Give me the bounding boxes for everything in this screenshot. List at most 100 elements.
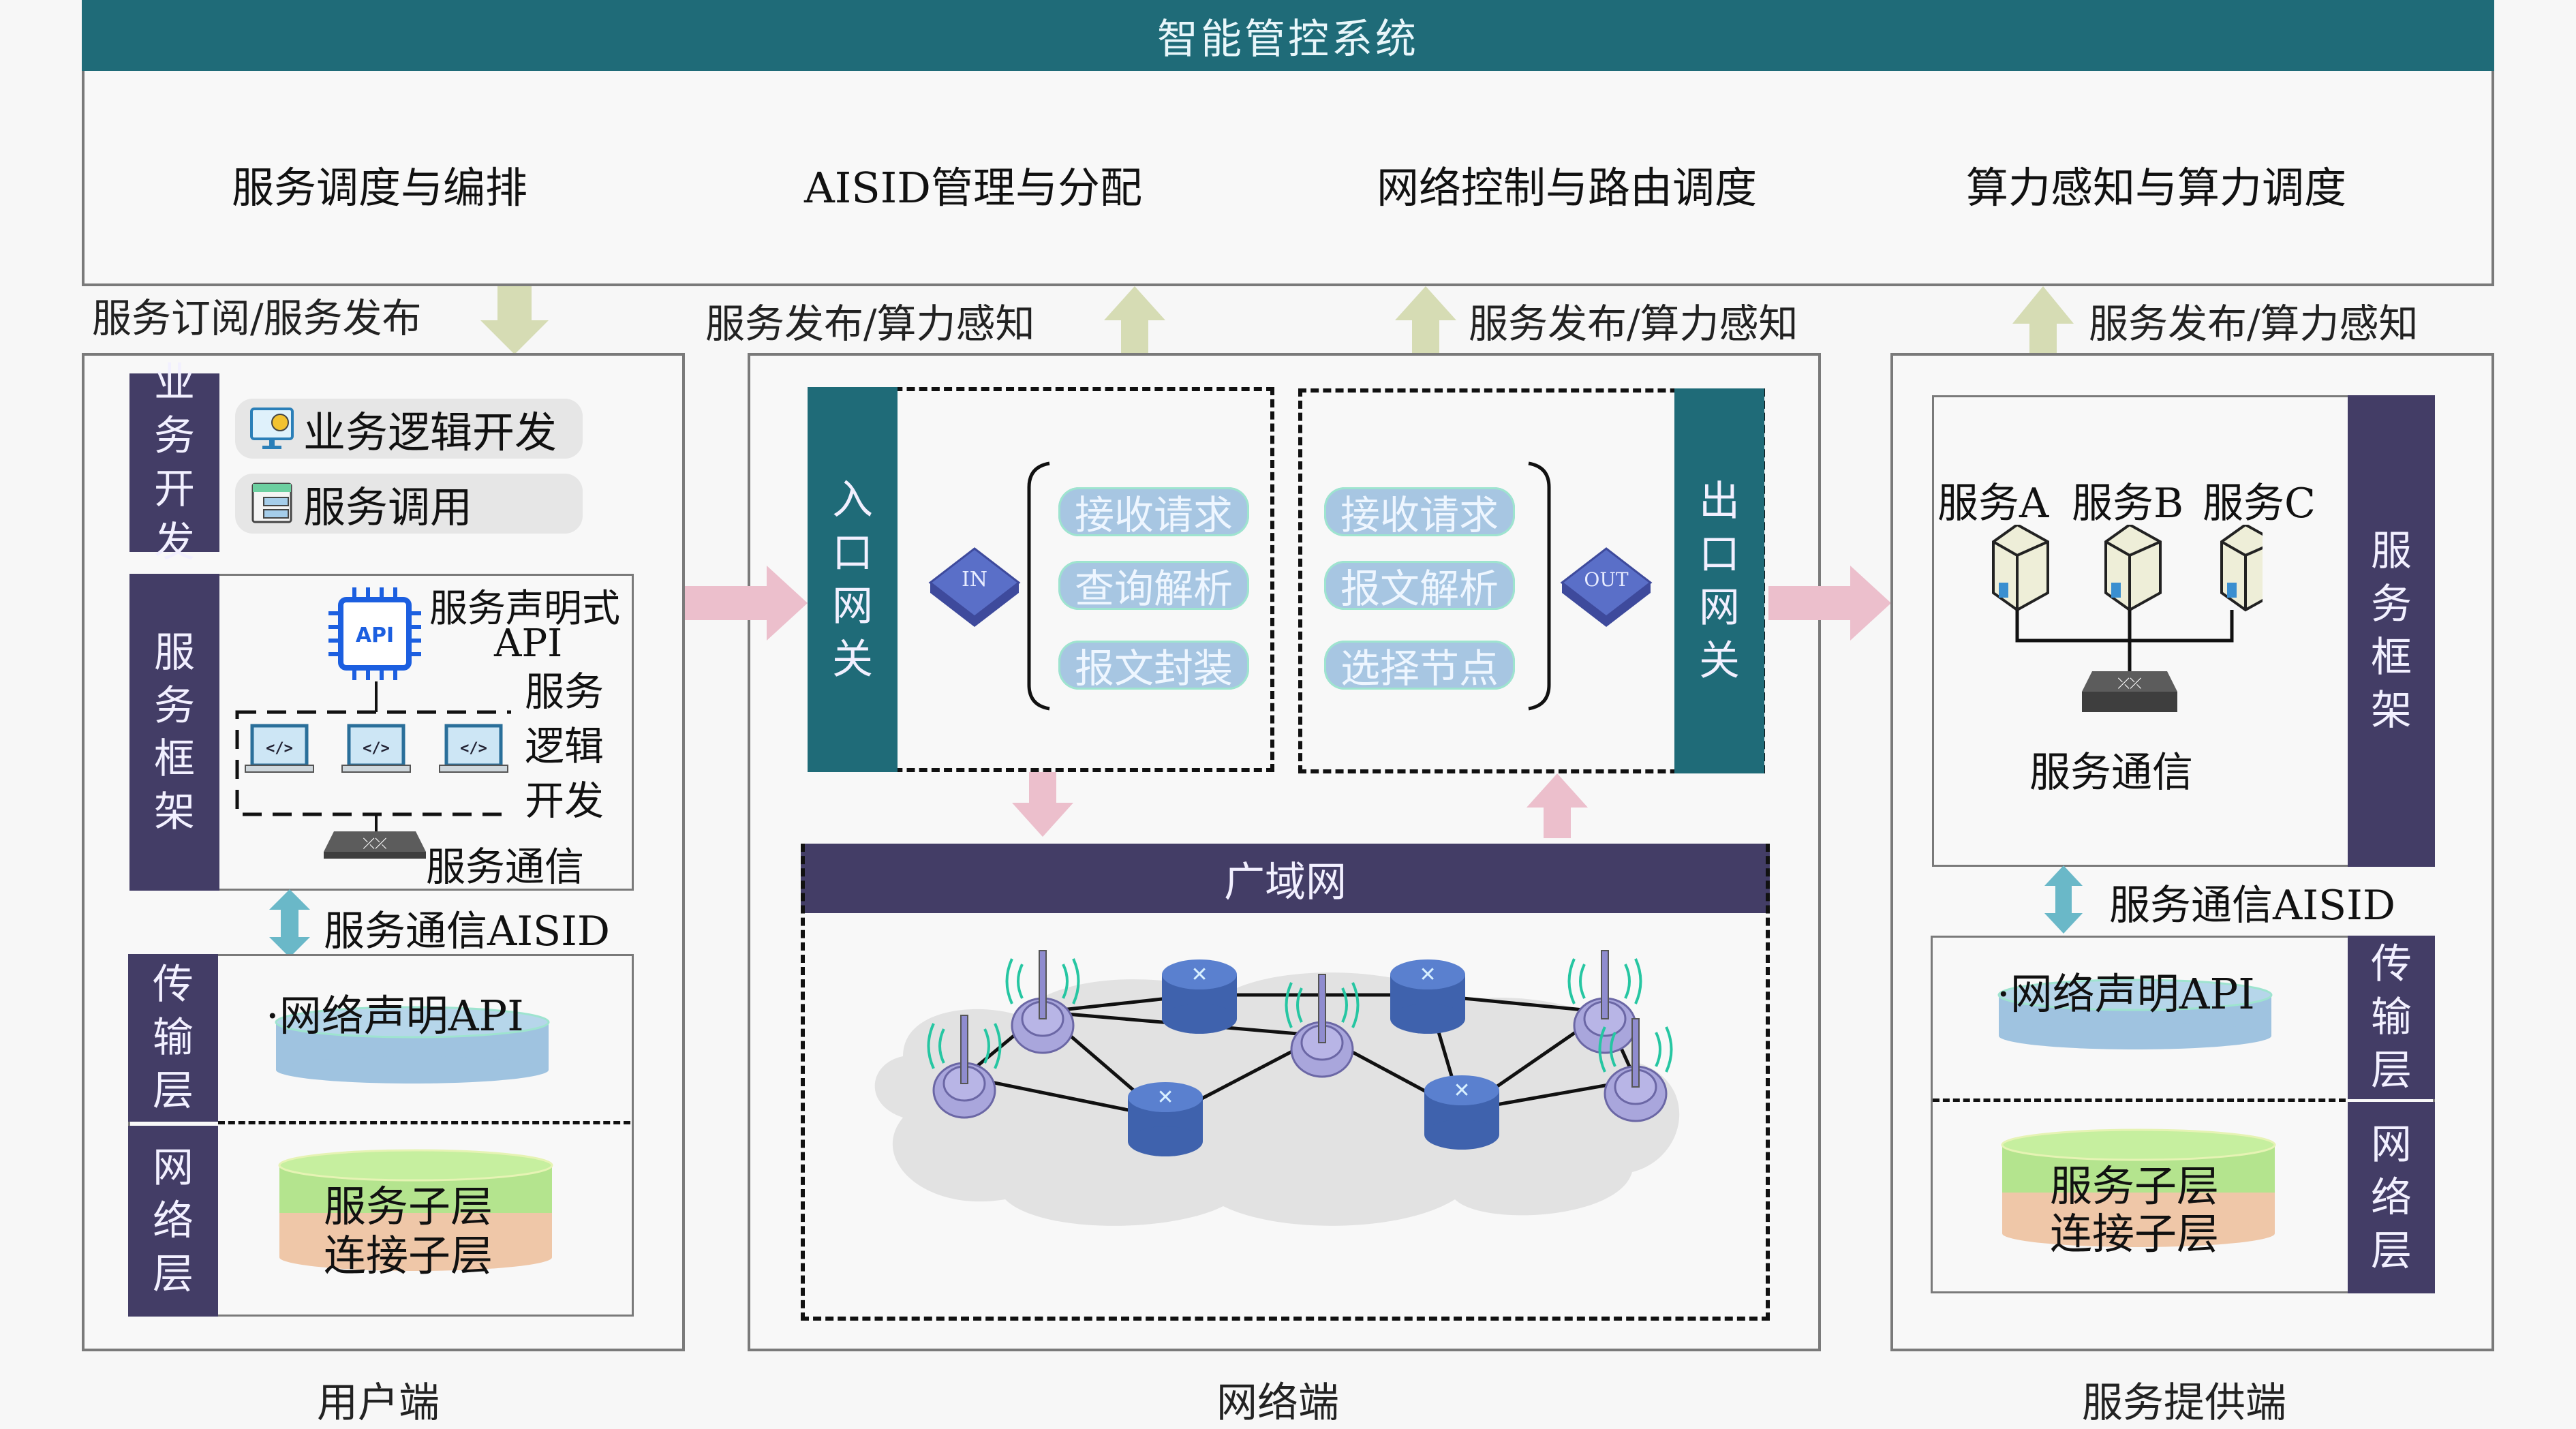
api-declaration-text-1: 服务声明式 bbox=[429, 587, 620, 631]
out-badge-icon: OUT bbox=[1560, 547, 1653, 627]
wan-region bbox=[801, 844, 1770, 1321]
user-network-api-item: ·网络声明API bbox=[266, 991, 524, 1041]
router-icon: ✕ bbox=[1390, 959, 1465, 1034]
user-side-caption: 用户端 bbox=[317, 1379, 440, 1427]
ai-monitor-icon bbox=[250, 408, 294, 449]
antenna-icon bbox=[1005, 950, 1080, 1054]
egress-step-parse: 报文解析 bbox=[1324, 561, 1515, 612]
provider-framework-diagram: ⤫⤫ bbox=[1992, 525, 2263, 712]
service-b-label: 服务B bbox=[2072, 480, 2184, 527]
router-icon: ✕ bbox=[1424, 1075, 1499, 1150]
user-framework-diagram: API </> </> </> ⤫⤫ bbox=[235, 587, 511, 859]
api-declaration-text-2: API bbox=[494, 621, 563, 666]
ingress-step-parse: 查询解析 bbox=[1058, 561, 1249, 612]
router-icon: ✕ bbox=[1128, 1082, 1203, 1156]
arrow-ingress-to-wan bbox=[1012, 772, 1073, 837]
egress-gateway-label: 出口 网关 bbox=[1674, 388, 1764, 773]
svg-text:</>: </> bbox=[266, 740, 293, 757]
biz-dev-label: 业务 开发 bbox=[129, 359, 219, 566]
egress-bracket bbox=[1528, 461, 1551, 711]
svg-text:</>: </> bbox=[460, 740, 487, 757]
wan-cloud bbox=[874, 972, 1680, 1226]
antenna-icon bbox=[1598, 1018, 1673, 1122]
provider-network-cylinder bbox=[2001, 1128, 2276, 1247]
switch-icon: ⤫⤫ bbox=[324, 831, 426, 859]
provider-service-comm-text: 服务通信 bbox=[2029, 749, 2193, 797]
provider-network-api-item: ·网络声明API bbox=[1997, 969, 2255, 1019]
provider-connect-sublayer: 连接子层 bbox=[2050, 1209, 2220, 1259]
provider-framework-label: 服务 框架 bbox=[2348, 395, 2435, 867]
flow-label-user: 服务订阅/服务发布 bbox=[92, 295, 422, 341]
flow-label-provider: 服务发布/算力感知 bbox=[2089, 301, 2419, 347]
service-a-label: 服务A bbox=[1937, 480, 2049, 527]
server-icon-c bbox=[2220, 525, 2263, 612]
flow-label-net-right: 服务发布/算力感知 bbox=[1469, 301, 1798, 347]
ingress-step-encapsulate: 报文封装 bbox=[1058, 641, 1249, 692]
server-icon-a bbox=[1992, 525, 2049, 612]
provider-aisid-link-label: 服务通信AISID bbox=[2109, 882, 2395, 929]
ingress-step-receive: 接收请求 bbox=[1058, 487, 1249, 538]
wan-title-bar: 广域网 bbox=[801, 844, 1770, 913]
egress-step-receive: 接收请求 bbox=[1324, 487, 1515, 538]
function-network-routing: 网络控制与路由调度 bbox=[1377, 163, 1758, 213]
svg-text:⤫⤫: ⤫⤫ bbox=[363, 835, 386, 852]
function-aisid-management: AISID管理与分配 bbox=[804, 163, 1142, 213]
arrow-down-user bbox=[480, 286, 549, 354]
in-badge-icon: IN bbox=[928, 547, 1021, 627]
svg-text:OUT: OUT bbox=[1584, 568, 1629, 591]
laptop-icon-2: </> bbox=[341, 724, 411, 773]
router-icon: ✕ bbox=[1162, 959, 1237, 1034]
network-side-caption: 网络端 bbox=[1216, 1379, 1339, 1427]
svg-text:</>: </> bbox=[363, 740, 390, 757]
svg-text:API: API bbox=[356, 624, 394, 647]
user-network-cylinder bbox=[278, 1149, 553, 1271]
user-connect-sublayer: 连接子层 bbox=[324, 1231, 493, 1280]
system-title: 智能管控系统 bbox=[1157, 15, 1419, 63]
service-call-item: 服务调用 bbox=[235, 474, 583, 534]
user-transport-cylinder bbox=[275, 1006, 550, 1084]
laptop-icon-3: </> bbox=[439, 724, 508, 773]
system-title-bar: 智能管控系统 bbox=[82, 0, 2494, 71]
provider-side-caption: 服务提供端 bbox=[2082, 1379, 2286, 1427]
user-aisid-link-label: 服务通信AISID bbox=[324, 908, 610, 955]
function-compute-scheduling: 算力感知与算力调度 bbox=[1966, 163, 2347, 213]
svg-text:IN: IN bbox=[962, 568, 987, 591]
user-framework-label: 服务 框架 bbox=[129, 574, 219, 891]
laptop-icon-1: </> bbox=[245, 724, 314, 773]
user-network-label: 网络层 bbox=[128, 1126, 218, 1317]
flow-label-net-left: 服务发布/算力感知 bbox=[705, 301, 1035, 347]
service-c-label: 服务C bbox=[2203, 480, 2316, 527]
user-service-comm-text: 服务通信 bbox=[426, 844, 585, 890]
server-icon-b bbox=[2104, 525, 2162, 612]
function-service-orchestration: 服务调度与编排 bbox=[232, 163, 528, 213]
arrow-wan-to-egress bbox=[1527, 773, 1588, 838]
provider-service-sublayer: 服务子层 bbox=[2050, 1161, 2220, 1211]
server-links bbox=[2015, 610, 2234, 643]
user-service-sublayer: 服务子层 bbox=[324, 1182, 493, 1231]
api-chip-icon: API bbox=[328, 587, 421, 680]
layer-divider bbox=[218, 1121, 630, 1124]
code-window-icon bbox=[251, 482, 292, 523]
wan-topology: ✕ ✕ ✕ ✕ bbox=[874, 950, 1680, 1226]
logic-dev-text: 服务逻辑开发 bbox=[525, 669, 604, 824]
arrow-up-provider bbox=[2012, 286, 2074, 354]
aisid-link-arrow-provider bbox=[2044, 865, 2083, 934]
svg-text:✕: ✕ bbox=[1419, 963, 1436, 987]
antenna-icon bbox=[927, 1015, 1002, 1119]
svg-text:✕: ✕ bbox=[1156, 1086, 1174, 1109]
egress-step-select-node: 选择节点 bbox=[1324, 641, 1515, 692]
user-transport-label: 传输层 bbox=[128, 954, 218, 1122]
ingress-bracket bbox=[1027, 461, 1050, 711]
aisid-link-arrow-user bbox=[269, 889, 310, 957]
svg-text:✕: ✕ bbox=[1191, 963, 1208, 987]
provider-switch-icon: ⤫⤫ bbox=[2082, 671, 2177, 712]
ingress-gateway-label: 入口 网关 bbox=[808, 387, 898, 772]
biz-logic-dev-item: 业务逻辑开发 bbox=[235, 399, 583, 459]
provider-transport-cylinder bbox=[1997, 979, 2273, 1049]
control-functions-panel bbox=[82, 71, 2494, 286]
antenna-icon bbox=[1567, 950, 1642, 1054]
antenna-icon bbox=[1285, 974, 1360, 1078]
arrow-user-to-ingress bbox=[685, 566, 808, 641]
provider-network-label: 网络层 bbox=[2348, 1102, 2435, 1293]
svg-text:✕: ✕ bbox=[1453, 1079, 1470, 1103]
